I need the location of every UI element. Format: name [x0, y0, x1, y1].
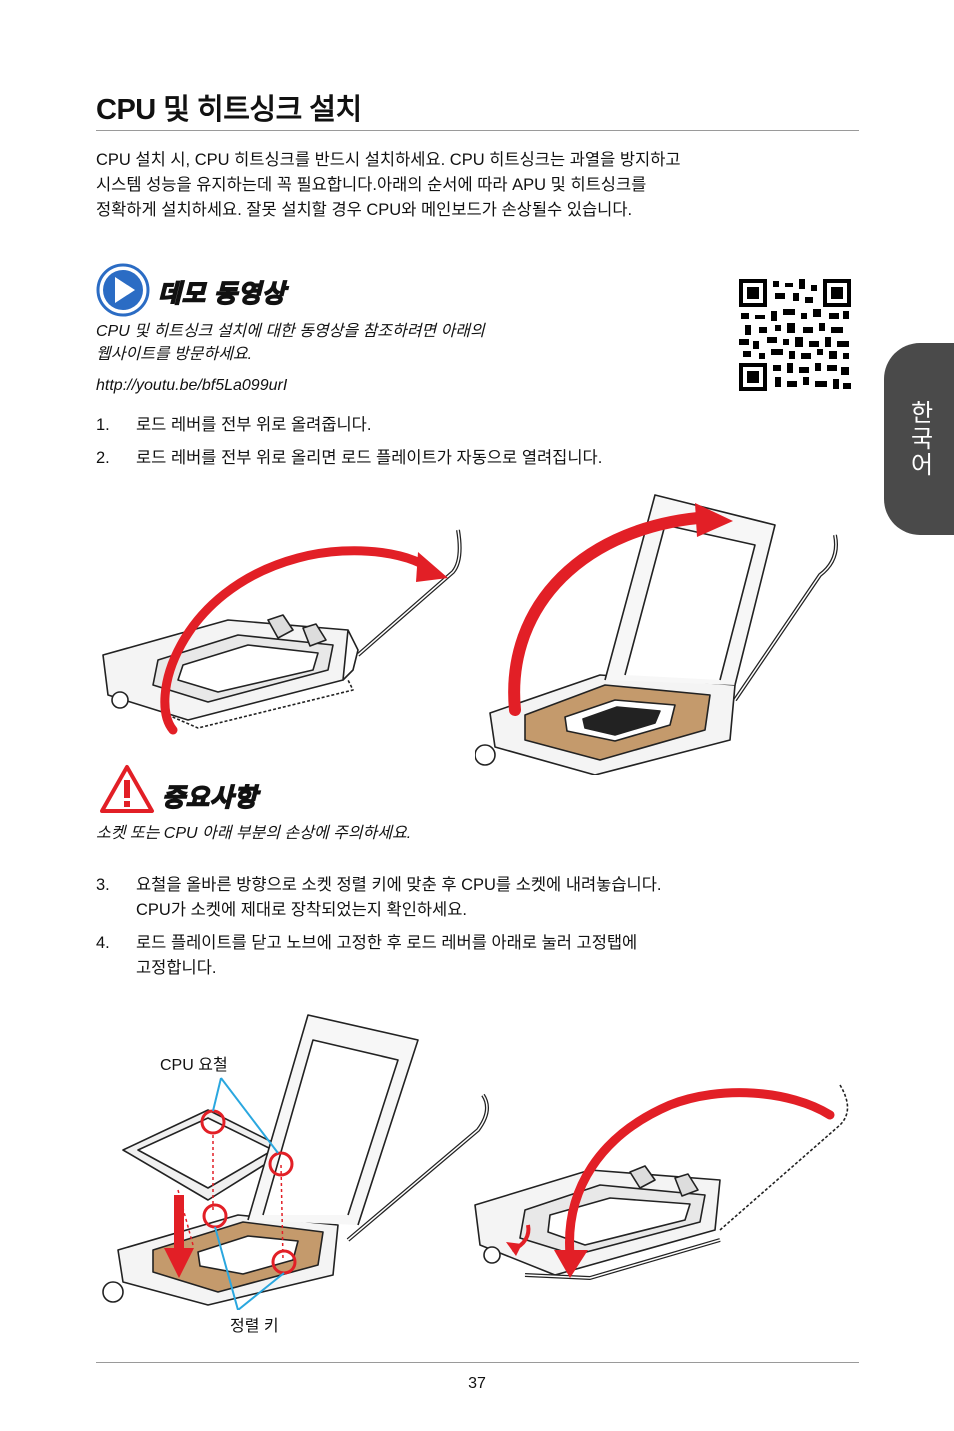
qr-code-icon: [739, 279, 851, 391]
step-text-line: 로드 플레이트를 닫고 노브에 고정한 후 로드 레버를 아래로 눌러 고정탭에: [136, 934, 638, 952]
demo-line: CPU 및 히트싱크 설치에 대한 동영상을 참조하려면 아래의: [96, 323, 485, 340]
step-text-line: 고정합니다.: [136, 959, 217, 977]
step-text-line: CPU가 소켓에 제대로 장착되었는지 확인하세요.: [136, 901, 467, 919]
demo-heading: 데모 동영상: [157, 279, 286, 309]
align-key-label: 정렬 키: [230, 1318, 279, 1335]
demo-url-link[interactable]: http://youtu.be/bf5La099urI: [96, 377, 288, 394]
cpu-notch-label: CPU 요철: [160, 1057, 228, 1074]
step-item: 4. 로드 플레이트를 닫고 노브에 고정한 후 로드 레버를 아래로 눌러 고…: [96, 931, 836, 981]
language-label: 한국어: [905, 400, 933, 478]
intro-paragraph: CPU 설치 시, CPU 히트싱크를 반드시 설치하세요. CPU 히트싱크는…: [96, 148, 866, 223]
step-text-line: 요철을 올바른 방향으로 소켓 정렬 키에 맞춘 후 CPU를 소켓에 내려놓습…: [136, 876, 662, 894]
lever-close-illustration: [474, 1084, 849, 1280]
important-note: 소켓 또는 CPU 아래 부분의 손상에 주의하세요.: [96, 825, 412, 842]
step-text: 로드 플레이트를 닫고 노브에 고정한 후 로드 레버를 아래로 눌러 고정탭에…: [136, 931, 836, 981]
demo-line: 웹사이트를 방문하세요.: [96, 346, 253, 363]
footer-divider: [96, 1362, 859, 1363]
language-side-tab: 한국어: [884, 343, 954, 535]
step-item: 3. 요철을 올바른 방향으로 소켓 정렬 키에 맞춘 후 CPU를 소켓에 내…: [96, 873, 836, 923]
step-text: 로드 레버를 전부 위로 올리면 로드 플레이트가 자동으로 열려집니다.: [136, 449, 603, 467]
cpu-placement-illustration: [102, 1014, 489, 1310]
steps-list-a: 1. 로드 레버를 전부 위로 올려줍니다. 2. 로드 레버를 전부 위로 올…: [96, 413, 836, 471]
intro-line: 시스템 성능을 유지하는데 꼭 필요합니다.아래의 순서에 따라 APU 및 히…: [96, 176, 647, 194]
lever-lift-illustration: [102, 529, 462, 735]
step-text: 요철을 올바른 방향으로 소켓 정렬 키에 맞춘 후 CPU를 소켓에 내려놓습…: [136, 873, 836, 923]
steps-list-b: 3. 요철을 올바른 방향으로 소켓 정렬 키에 맞춘 후 CPU를 소켓에 내…: [96, 873, 836, 981]
demo-description: CPU 및 히트싱크 설치에 대한 동영상을 참조하려면 아래의 웹사이트를 방…: [96, 320, 696, 366]
intro-line: 정확하게 설치하세요. 잘못 설치할 경우 CPU와 메인보드가 손상될수 있습…: [96, 201, 633, 219]
step-text: 로드 레버를 전부 위로 올려줍니다.: [136, 416, 372, 434]
plate-open-illustration: [475, 494, 838, 775]
page-title: CPU 및 히트싱크 설치: [96, 94, 362, 126]
step-number: 1.: [96, 416, 110, 434]
page-number: 37: [468, 1375, 486, 1392]
important-heading: 중요사항: [161, 783, 259, 813]
step-item: 2. 로드 레버를 전부 위로 올리면 로드 플레이트가 자동으로 열려집니다.: [96, 446, 836, 471]
step-number: 2.: [96, 449, 110, 467]
step-number: 4.: [96, 934, 110, 952]
intro-line: CPU 설치 시, CPU 히트싱크를 반드시 설치하세요. CPU 히트싱크는…: [96, 151, 681, 169]
title-divider: [96, 130, 859, 131]
warning-icon: [100, 765, 154, 813]
play-icon[interactable]: [95, 262, 151, 318]
step-number: 3.: [96, 876, 110, 894]
step-item: 1. 로드 레버를 전부 위로 올려줍니다.: [96, 413, 836, 438]
